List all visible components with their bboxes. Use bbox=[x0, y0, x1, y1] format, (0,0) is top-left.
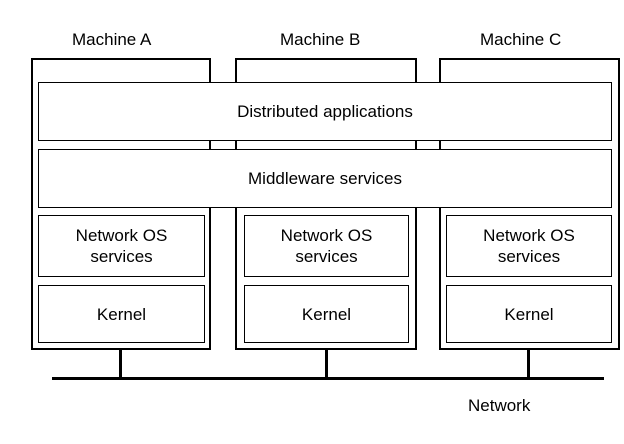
machine-a-network-link bbox=[119, 350, 122, 378]
machine-b-network-os-line2: services bbox=[295, 247, 358, 266]
machine-b-kernel-label: Kernel bbox=[301, 304, 352, 324]
machine-c-kernel-label: Kernel bbox=[504, 304, 554, 324]
middleware-services-label: Middleware services bbox=[248, 168, 402, 188]
machine-c-network-os-line2: services bbox=[497, 247, 561, 266]
machine-c-network-os-box: Network OS services bbox=[446, 215, 612, 277]
middleware-services-layer: Middleware services bbox=[38, 149, 612, 208]
distributed-applications-layer: Distributed applications bbox=[38, 82, 612, 141]
machine-a-kernel-label: Kernel bbox=[96, 304, 147, 324]
machine-c-network-os-line1: Network OS bbox=[483, 226, 575, 245]
network-bus-line bbox=[52, 377, 604, 380]
machine-c-network-link bbox=[527, 350, 530, 378]
distributed-applications-label: Distributed applications bbox=[237, 101, 413, 121]
network-label: Network bbox=[468, 396, 531, 415]
machine-a-kernel-box: Kernel bbox=[38, 285, 205, 343]
machine-c-title: Machine C bbox=[480, 30, 562, 49]
machine-b-kernel-box: Kernel bbox=[244, 285, 409, 343]
machine-b-title: Machine B bbox=[280, 30, 361, 49]
machine-b-network-link bbox=[325, 350, 328, 378]
machine-a-network-os-line2: services bbox=[90, 247, 153, 266]
machine-b-network-os-line1: Network OS bbox=[280, 226, 373, 245]
machine-a-network-os-box: Network OS services bbox=[38, 215, 205, 277]
machine-c-kernel-box: Kernel bbox=[446, 285, 612, 343]
machine-a-network-os-line1: Network OS bbox=[75, 226, 168, 245]
machine-a-title: Machine A bbox=[72, 30, 152, 49]
machine-b-network-os-box: Network OS services bbox=[244, 215, 409, 277]
